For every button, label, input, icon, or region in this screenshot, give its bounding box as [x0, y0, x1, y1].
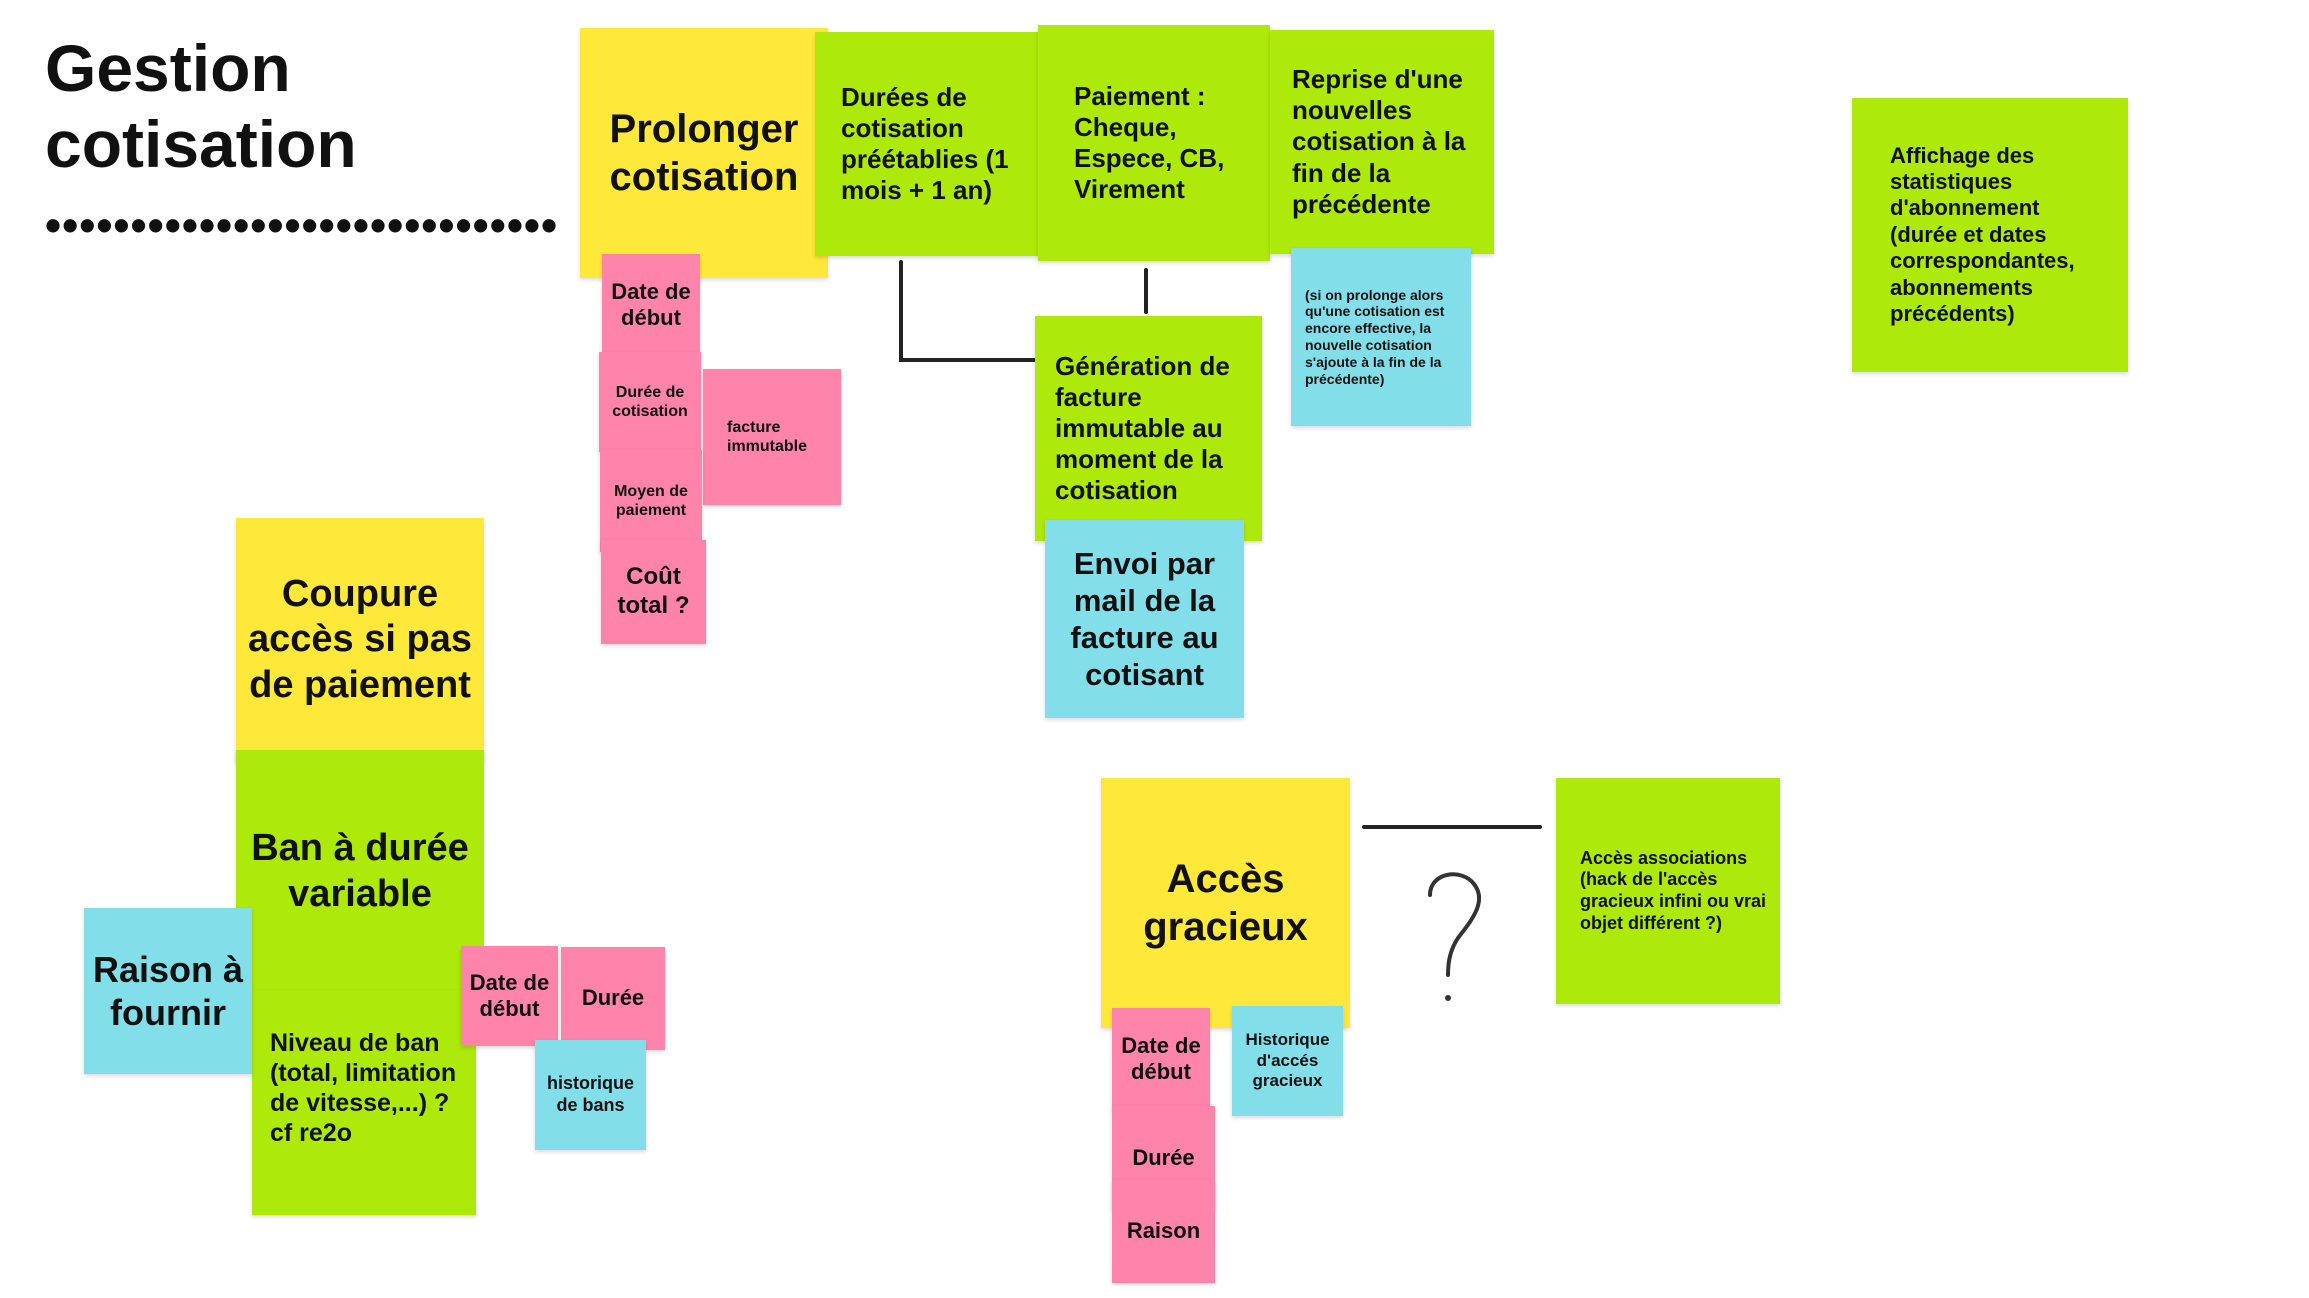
page-title: Gestion cotisation — [45, 31, 357, 181]
connector-durees-generation — [899, 260, 1042, 362]
note-envoi-mail[interactable]: Envoi par mail de la facture au cotisant — [1045, 520, 1244, 718]
note-ban-duree[interactable]: Durée — [561, 947, 665, 1050]
note-ban-date-debut[interactable]: Date de début — [461, 946, 558, 1046]
note-paiement-text: Paiement : Cheque, Espece, CB, Virement — [1074, 80, 1225, 205]
note-gracieux-raison[interactable]: Raison — [1112, 1180, 1215, 1283]
note-cout-total-text: Coût total ? — [617, 563, 690, 619]
note-moyen-paiement-text: Moyen de paiement — [614, 482, 688, 519]
question-mark-dot — [1445, 995, 1451, 1001]
note-generation-facture-text: Génération de facture immutable au momen… — [1055, 350, 1230, 506]
note-gracieux-date-debut[interactable]: Date de début — [1112, 1008, 1210, 1110]
note-niveau-ban-text: Niveau de ban (total, limitation de vite… — [270, 1029, 457, 1147]
note-prolonger-date-debut[interactable]: Date de début — [602, 254, 700, 356]
note-prolonger-duree-text: Durée de cotisation — [612, 383, 688, 420]
note-facture-immutable-text: facture immutable — [727, 418, 808, 455]
note-prolonger-date-debut-text: Date de début — [611, 278, 691, 330]
note-durees-cotisation[interactable]: Durées de cotisation préétablies (1 mois… — [815, 32, 1045, 256]
note-acces-associations-text: Accès associations (hack de l'accès grac… — [1580, 847, 1767, 933]
note-durees-cotisation-text: Durées de cotisation préétablies (1 mois… — [841, 81, 1009, 206]
note-historique-bans[interactable]: historique de bans — [535, 1040, 646, 1150]
note-acces-gracieux[interactable]: Accès gracieux — [1101, 778, 1350, 1028]
note-acces-associations[interactable]: Accès associations (hack de l'accès grac… — [1556, 778, 1780, 1004]
note-prolonger-cotisation[interactable]: Prolonger cotisation — [580, 28, 828, 278]
note-historique-bans-text: historique de bans — [546, 1073, 634, 1115]
note-gracieux-raison-text: Raison — [1126, 1218, 1201, 1244]
note-coupure-acces[interactable]: Coupure accès si pas de paiement — [236, 518, 484, 762]
note-affichage-statistiques[interactable]: Affichage des statistiques d'abonnement … — [1852, 98, 2128, 372]
note-reprise-detail-text: (si on prolonge alors qu'une cotisation … — [1305, 286, 1445, 387]
note-ban-duree-text: Durée — [581, 985, 645, 1011]
note-raison-fournir[interactable]: Raison à fournir — [84, 908, 252, 1074]
note-affichage-statistiques-text: Affichage des statistiques d'abonnement … — [1890, 142, 2075, 326]
note-facture-immutable[interactable]: facture immutable — [703, 369, 841, 505]
note-raison-fournir-text: Raison à fournir — [92, 948, 244, 1033]
note-gracieux-duree-text: Durée — [1132, 1144, 1195, 1170]
note-paiement[interactable]: Paiement : Cheque, Espece, CB, Virement — [1038, 25, 1270, 261]
note-ban-duree-variable[interactable]: Ban à durée variable — [236, 750, 484, 994]
note-acces-gracieux-text: Accès gracieux — [1143, 857, 1308, 949]
question-mark-stroke — [1428, 872, 1482, 977]
title-separator: •••••••••••••••••••••••••••••• — [45, 199, 559, 251]
note-reprise-cotisation-text: Reprise d'une nouvelles cotisation à la … — [1292, 64, 1466, 219]
note-prolonger-cotisation-text: Prolonger cotisation — [609, 107, 799, 199]
note-ban-duree-variable-text: Ban à durée variable — [251, 827, 469, 915]
note-historique-gracieux[interactable]: Historique d'accés gracieux — [1232, 1006, 1343, 1116]
note-coupure-acces-text: Coupure accès si pas de paiement — [248, 572, 472, 706]
note-prolonger-duree[interactable]: Durée de cotisation — [599, 352, 701, 452]
note-ban-date-debut-text: Date de début — [469, 969, 550, 1021]
note-moyen-paiement[interactable]: Moyen de paiement — [600, 450, 702, 552]
note-reprise-detail[interactable]: (si on prolonge alors qu'une cotisation … — [1291, 248, 1471, 426]
note-reprise-cotisation[interactable]: Reprise d'une nouvelles cotisation à la … — [1270, 30, 1494, 254]
note-cout-total[interactable]: Coût total ? — [601, 540, 706, 644]
note-niveau-ban[interactable]: Niveau de ban (total, limitation de vite… — [252, 990, 476, 1215]
note-envoi-mail-text: Envoi par mail de la facture au cotisant — [1070, 545, 1219, 693]
note-historique-gracieux-text: Historique d'accés gracieux — [1245, 1030, 1330, 1091]
note-generation-facture[interactable]: Génération de facture immutable au momen… — [1035, 316, 1262, 541]
note-gracieux-date-debut-text: Date de début — [1121, 1032, 1201, 1084]
